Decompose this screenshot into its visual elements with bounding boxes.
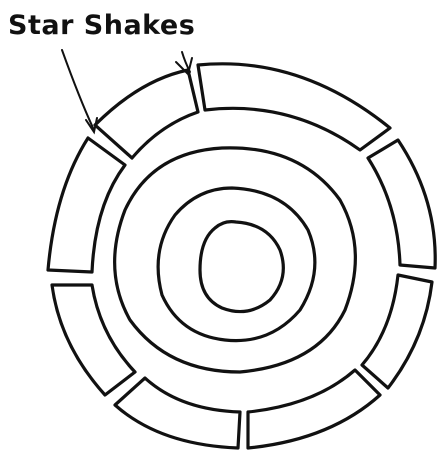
ring-segment-right-upper <box>368 140 435 268</box>
ring-segment-right-lower <box>362 275 432 388</box>
star-shakes-label: Star Shakes <box>8 10 195 41</box>
ring-segment-top-left <box>95 70 198 158</box>
ring-segment-bottom-left <box>115 378 240 448</box>
growth-ring-3 <box>115 148 356 372</box>
leader-line-left <box>62 50 94 130</box>
growth-ring-2 <box>158 188 315 341</box>
outer-ring-segments <box>48 64 435 448</box>
ring-segment-bottom-right <box>248 370 380 448</box>
ring-segment-top <box>198 64 390 150</box>
growth-ring-1 <box>200 222 283 312</box>
